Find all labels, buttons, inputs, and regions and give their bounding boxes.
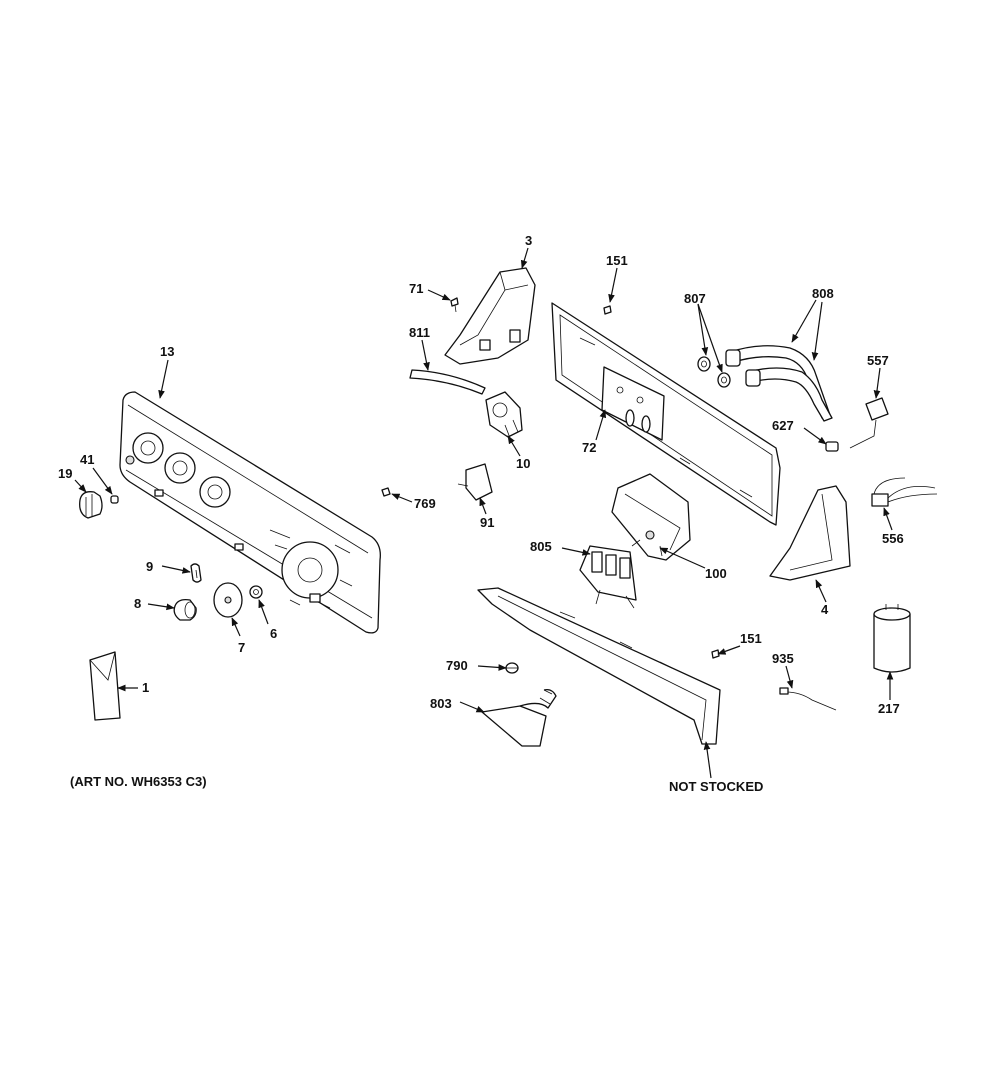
callout-556: 556: [882, 531, 904, 546]
callout-41: 41: [80, 452, 94, 467]
clip-41-part: [110, 495, 119, 504]
callout-13: 13: [160, 344, 174, 359]
callout-217: 217: [878, 701, 900, 716]
callout-6: 6: [270, 626, 277, 641]
callout-808: 808: [812, 286, 834, 301]
dial-7-part: [213, 582, 243, 618]
callout-151-top: 151: [606, 253, 628, 268]
washer-807-b-part: [717, 372, 731, 388]
not-stocked-bracket-part: [477, 587, 721, 745]
callout-151-bottom: 151: [740, 631, 762, 646]
leader-lines: [74, 247, 894, 779]
callout-72: 72: [582, 440, 596, 455]
capacitor-217-part: [873, 604, 911, 673]
screw-769-part: [381, 487, 391, 497]
not-stocked-label: NOT STOCKED: [669, 779, 763, 794]
callout-7: 7: [238, 640, 245, 655]
hose-811-part: [409, 369, 486, 395]
valve-805-part: [579, 545, 637, 609]
callout-935: 935: [772, 651, 794, 666]
plug-557-part: [849, 397, 889, 449]
callout-803: 803: [430, 696, 452, 711]
callout-769: 769: [414, 496, 436, 511]
callout-labels: 13 19 41 9 8 7 6 1 71 811 3 151 10 91 76…: [58, 233, 904, 794]
bracket-3-part: [444, 267, 536, 365]
callout-1: 1: [142, 680, 149, 695]
callout-91: 91: [480, 515, 494, 530]
callout-805: 805: [530, 539, 552, 554]
harness-556-part: [871, 477, 938, 507]
control-panel-part: [119, 391, 381, 634]
callout-71: 71: [409, 281, 423, 296]
callout-9: 9: [146, 559, 153, 574]
backsplash-72-part: [551, 302, 781, 526]
washer-807-a-part: [697, 356, 711, 372]
envelope-1-part: [89, 651, 121, 721]
board-100-part: [611, 473, 691, 561]
clamp-790-part: [505, 662, 519, 674]
screw-151-top-part: [603, 305, 612, 315]
knob-8-part: [173, 598, 197, 621]
callout-807: 807: [684, 291, 706, 306]
bracket-4-part: [769, 485, 851, 581]
callout-19: 19: [58, 466, 72, 481]
switch-10-part: [485, 391, 523, 439]
callout-811: 811: [409, 325, 430, 340]
callout-10: 10: [516, 456, 530, 471]
screw-151-bottom-part: [711, 649, 720, 659]
callout-627: 627: [772, 418, 794, 433]
art-number-label: (ART NO. WH6353 C3): [70, 774, 207, 789]
plug-627-part: [825, 441, 839, 452]
knob-19-part: [79, 491, 103, 519]
wire-935-part: [779, 687, 837, 711]
clip-9-part: [190, 563, 202, 583]
callout-8: 8: [134, 596, 141, 611]
hoses-808-part: [725, 345, 833, 422]
callout-3: 3: [525, 233, 532, 248]
switch-91-part: [457, 463, 493, 501]
hose-803-part: [481, 688, 557, 747]
callout-100: 100: [705, 566, 727, 581]
callout-557: 557: [867, 353, 889, 368]
nut-6-part: [249, 585, 263, 599]
callout-4: 4: [821, 602, 829, 617]
callout-790: 790: [446, 658, 468, 673]
screw-71-part: [450, 297, 459, 313]
